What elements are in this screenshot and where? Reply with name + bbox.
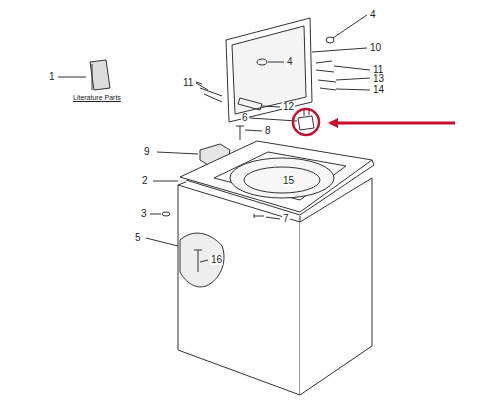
callout-number: 11 xyxy=(182,78,194,88)
caption-text: Literature Parts xyxy=(72,94,122,101)
callout-number: 16 xyxy=(210,255,223,265)
callout-number: 15 xyxy=(282,176,295,186)
callout-number: 10 xyxy=(369,43,382,53)
callout-number: 2 xyxy=(141,176,149,186)
callout-number: 6 xyxy=(241,113,249,123)
callout-number: 5 xyxy=(134,233,142,243)
callout-number: 13 xyxy=(372,74,385,84)
callout-number: 9 xyxy=(143,147,151,157)
callout-number: 3 xyxy=(140,209,148,219)
callout-number: 7 xyxy=(282,214,290,224)
callout-number: 14 xyxy=(372,85,385,95)
callout-number: 12 xyxy=(282,102,295,112)
callout-number: 4 xyxy=(369,10,377,20)
callout-number: 4 xyxy=(286,57,294,67)
callout-number: 1 xyxy=(48,72,56,82)
callout-number: 8 xyxy=(264,126,272,136)
